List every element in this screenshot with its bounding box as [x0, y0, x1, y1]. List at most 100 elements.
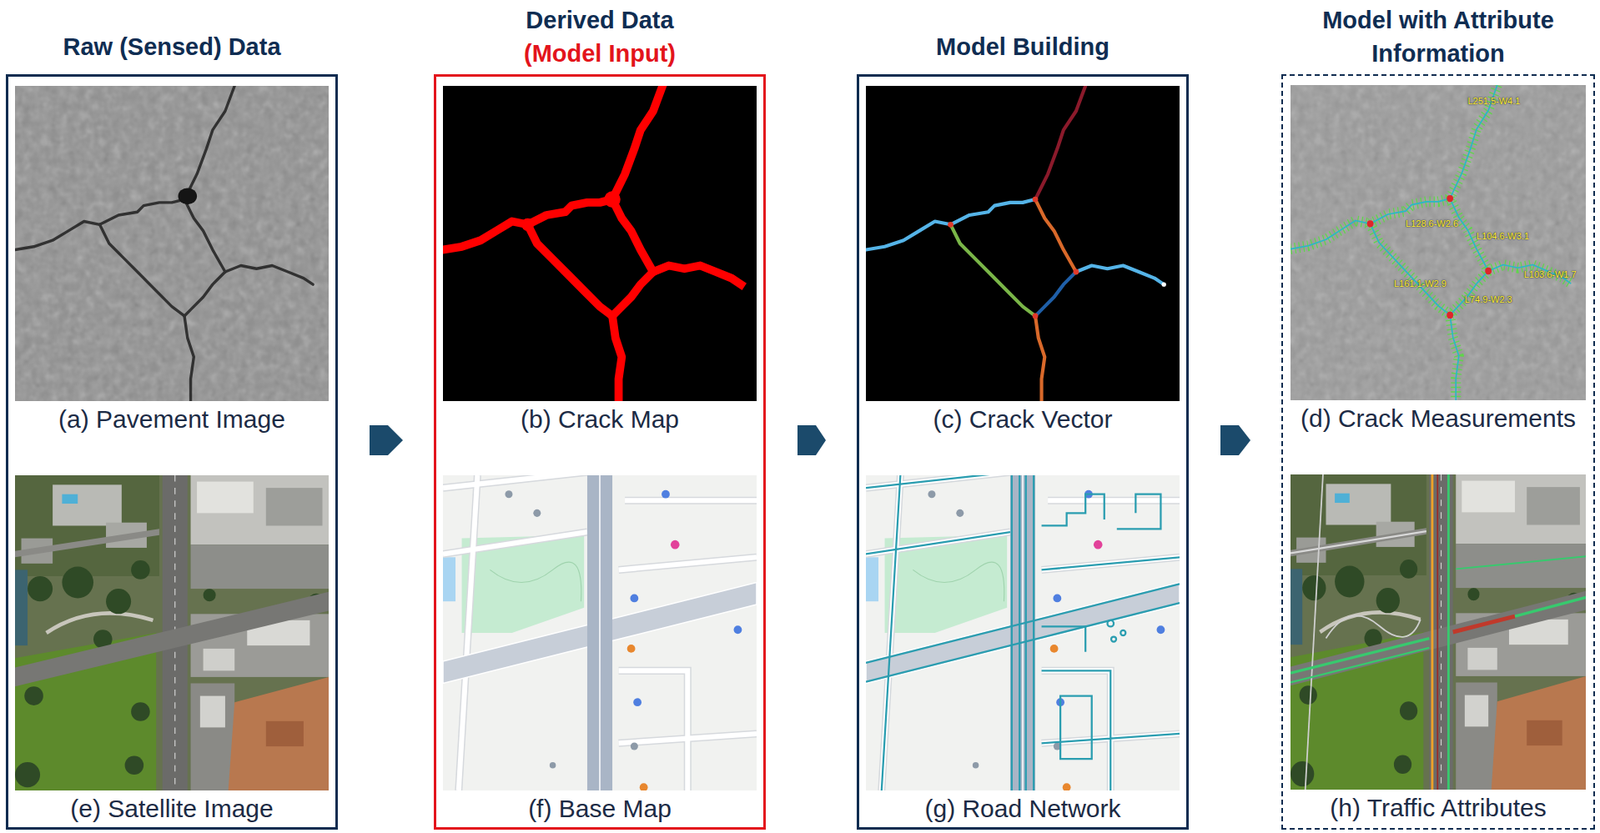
image-caption: (e) Satellite Image [15, 790, 329, 828]
illustration-part [1447, 474, 1450, 790]
illustration-part [1290, 85, 1586, 401]
illustration-part [1431, 474, 1434, 790]
image-area [15, 475, 329, 791]
illustration-part [603, 191, 621, 208]
illustration-part [1025, 475, 1027, 791]
illustration-part [521, 218, 534, 232]
panel-heading: Derived Data(Model Input) [436, 3, 764, 71]
illustration-part [865, 221, 951, 251]
measurement-label: L251.5-W4.1 [1467, 95, 1520, 107]
illustration-part [1162, 281, 1167, 287]
image-area [865, 85, 1180, 402]
illustration-part [865, 475, 1180, 791]
illustration-part [1116, 494, 1162, 530]
illustration-part [1290, 85, 1586, 401]
illustration-part [950, 199, 1037, 225]
image-caption: (d) Crack Measurements [1290, 400, 1586, 438]
illustration-part [950, 224, 1037, 317]
illustration-part [1035, 316, 1045, 402]
illustration-part [1032, 313, 1039, 320]
panel-box: Derived Data(Model Input)(b) Crack Map(f… [433, 74, 766, 831]
measurement-label: L161.1-W2.9 [1393, 278, 1447, 290]
image-frame: (a) Pavement Image [15, 85, 329, 438]
illustration-part [15, 475, 329, 791]
image-caption: (a) Pavement Image [15, 401, 329, 438]
illustration-part [1436, 474, 1439, 790]
illustration-part [1446, 311, 1454, 319]
heading-text: Model Building [859, 30, 1187, 64]
flow-arrow [369, 425, 403, 456]
illustration-part [15, 85, 329, 402]
illustration-part [1041, 494, 1105, 527]
illustration-part [1111, 637, 1117, 643]
illustration-part [865, 85, 1164, 402]
measurement-label: L74.9-W2.3 [1464, 294, 1513, 306]
illustration-part [1035, 199, 1077, 272]
panel-box: Model with Attribute Information(d) Crac… [1281, 74, 1595, 831]
illustration-part [947, 196, 1079, 320]
measurement-label: L104.6-W3.1 [1476, 231, 1530, 242]
crack-map [442, 85, 757, 402]
illustration-part [1290, 85, 1571, 401]
illustration-part [865, 85, 1180, 402]
image-caption: (c) Crack Vector [865, 401, 1180, 438]
flow-arrow [797, 425, 826, 456]
illustration-part [15, 85, 329, 402]
traffic-map [1290, 474, 1586, 790]
image-frame: (h) Traffic Attributes [1290, 474, 1586, 827]
illustration-part [1455, 556, 1586, 569]
illustration-part [1446, 195, 1454, 202]
image-frame: (d) Crack Measurements [1290, 85, 1586, 438]
image-caption: (h) Traffic Attributes [1290, 789, 1586, 827]
illustration-part [1018, 475, 1021, 791]
illustration-part [1107, 620, 1115, 628]
panel-box: Model Building(c) Crack Vector(g) Road N… [856, 74, 1189, 831]
illustration-part [1032, 196, 1039, 203]
satellite-photo [15, 475, 329, 791]
crack-measurement-photo [1290, 85, 1586, 401]
image-frame: (f) Base Map [442, 475, 757, 828]
illustration-part [442, 85, 741, 402]
illustration-part [1011, 475, 1013, 791]
illustration-part [1290, 474, 1586, 790]
image-area [15, 85, 329, 402]
illustration-part [178, 187, 198, 205]
image-area [1290, 85, 1586, 401]
illustration-part [1076, 265, 1164, 285]
flow-arrow [1220, 425, 1251, 456]
illustration-part [1290, 638, 1429, 675]
illustration-part [1305, 474, 1324, 790]
illustration-part [442, 475, 757, 791]
base-map [442, 475, 757, 791]
illustration-part [1032, 475, 1035, 791]
panel-heading: Raw (Sensed) Data [8, 30, 336, 64]
crack-vector [865, 85, 1180, 402]
illustration-part [1325, 615, 1420, 639]
illustration-part [865, 583, 1180, 682]
image-caption: (b) Crack Map [442, 401, 757, 438]
illustration-part [1041, 626, 1087, 652]
illustration-part [947, 221, 954, 228]
heading-text: Derived Data [436, 3, 764, 37]
illustration-part [1514, 597, 1586, 617]
illustration-part [1453, 616, 1515, 633]
illustration-part [1367, 195, 1492, 319]
image-area [865, 475, 1180, 791]
image-frame: (g) Road Network [865, 475, 1180, 828]
image-frame: (c) Crack Vector [865, 85, 1180, 438]
heading-text: (Model Input) [436, 36, 764, 71]
measurement-label: L103.6-W1.7 [1524, 269, 1577, 281]
image-caption: (f) Base Map [442, 790, 757, 828]
illustration-part [1035, 271, 1077, 317]
image-area [442, 85, 757, 402]
panel-heading: Model Building [859, 30, 1187, 64]
image-area [1290, 474, 1586, 790]
illustration-part [865, 475, 1180, 791]
image-area [442, 475, 757, 791]
illustration-part [1073, 269, 1080, 276]
illustration-part [1120, 630, 1126, 636]
road-network-map [865, 475, 1180, 791]
illustration-part [1035, 85, 1086, 200]
heading-text: Raw (Sensed) Data [8, 30, 336, 64]
